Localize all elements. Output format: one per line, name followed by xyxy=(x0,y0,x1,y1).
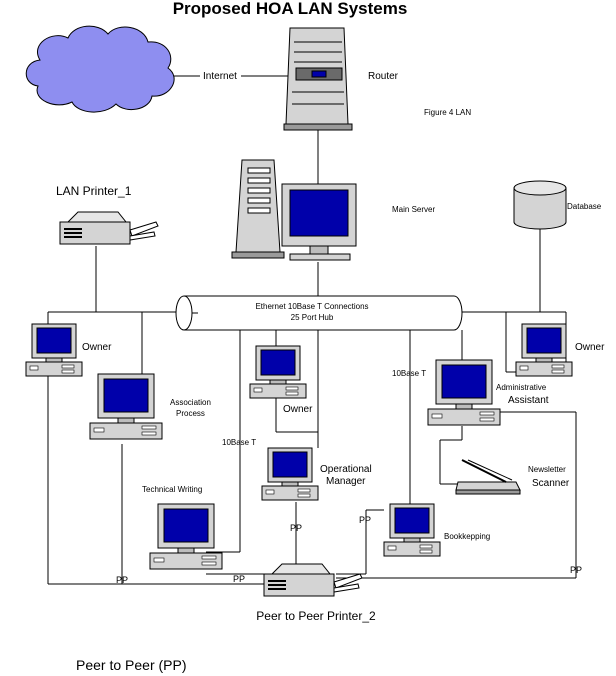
desktop-computer-icon xyxy=(427,359,501,426)
association-label-line2: Process xyxy=(176,409,205,418)
bookkeeping-computer xyxy=(383,503,441,557)
operational-manager-label-line2: Manager xyxy=(326,476,366,487)
scanner-icon xyxy=(455,459,521,495)
desktop-computer-icon xyxy=(149,503,223,570)
owner-right-computer xyxy=(515,323,573,377)
desktop-computer-icon xyxy=(383,503,441,557)
router-icon xyxy=(283,27,353,131)
peer-to-peer-printer xyxy=(263,563,363,597)
desktop-computer-icon xyxy=(89,373,163,440)
router-label: Router xyxy=(368,71,399,82)
cloud-icon xyxy=(25,25,175,113)
admin-assistant-label-line1: Administrative xyxy=(496,383,547,392)
operational-manager-label-line1: Operational xyxy=(320,464,372,475)
lan-printer-label: LAN Printer_1 xyxy=(56,184,132,198)
admin-assistant-label-line2: Assistant xyxy=(508,395,549,406)
operational-manager-computer xyxy=(261,447,319,501)
figure-caption: Figure 4 LAN xyxy=(424,108,471,117)
main-server-label: Main Server xyxy=(392,205,435,214)
newsletter-scanner-label-line1: Newsletter xyxy=(528,465,566,474)
desktop-computer-icon xyxy=(249,345,307,399)
hub-label-line2: 25 Port Hub xyxy=(291,313,334,322)
monitor-icon xyxy=(281,183,357,261)
hub-label-line1: Ethernet 10Base T Connections xyxy=(255,302,368,311)
diagram-title: Proposed HOA LAN Systems xyxy=(173,0,408,18)
pp-operational-label: PP xyxy=(290,523,302,533)
technical-writing-computer xyxy=(149,503,223,570)
database-icon xyxy=(513,180,567,230)
peer-printer-label: Peer to Peer Printer_2 xyxy=(256,609,376,623)
association-computer xyxy=(89,373,163,440)
hub-pipe-icon xyxy=(175,295,463,331)
desktop-computer-icon xyxy=(25,323,83,377)
legend-text: Peer to Peer (PP) xyxy=(76,657,187,673)
owner-center-label: Owner xyxy=(283,404,313,415)
owner-center-computer xyxy=(249,345,307,399)
tenbase-center-label: 10Base T xyxy=(222,438,256,447)
database xyxy=(513,180,567,230)
newsletter-scanner-label-line2: Scanner xyxy=(532,478,570,489)
printer-icon xyxy=(263,563,363,597)
internet-label: Internet xyxy=(203,71,237,82)
main-server xyxy=(231,159,357,261)
pp-right-bottom-label: PP xyxy=(570,565,582,575)
pp-bookkeeping-label: PP xyxy=(359,515,371,525)
admin-assistant-computer xyxy=(427,359,501,426)
database-label: Database xyxy=(567,202,602,211)
bookkeeping-label: Bookkepping xyxy=(444,532,490,541)
pp-technical-label: PP xyxy=(233,574,245,584)
newsletter-scanner xyxy=(455,459,521,495)
desktop-computer-icon xyxy=(261,447,319,501)
association-label-line1: Association xyxy=(170,398,211,407)
technical-writing-label: Technical Writing xyxy=(142,485,202,494)
server-tower-icon xyxy=(231,159,285,259)
router xyxy=(283,27,353,131)
desktop-computer-icon xyxy=(515,323,573,377)
tenbase-right-label: 10Base T xyxy=(392,369,426,378)
lan-printer xyxy=(59,211,159,245)
owner-left-label: Owner xyxy=(82,342,112,353)
owner-right-label: Owner xyxy=(575,342,605,353)
hub xyxy=(175,295,463,331)
owner-left-computer xyxy=(25,323,83,377)
pp-left-bottom-label: PP xyxy=(116,575,128,585)
internet-cloud xyxy=(25,25,175,113)
printer-icon xyxy=(59,211,159,245)
